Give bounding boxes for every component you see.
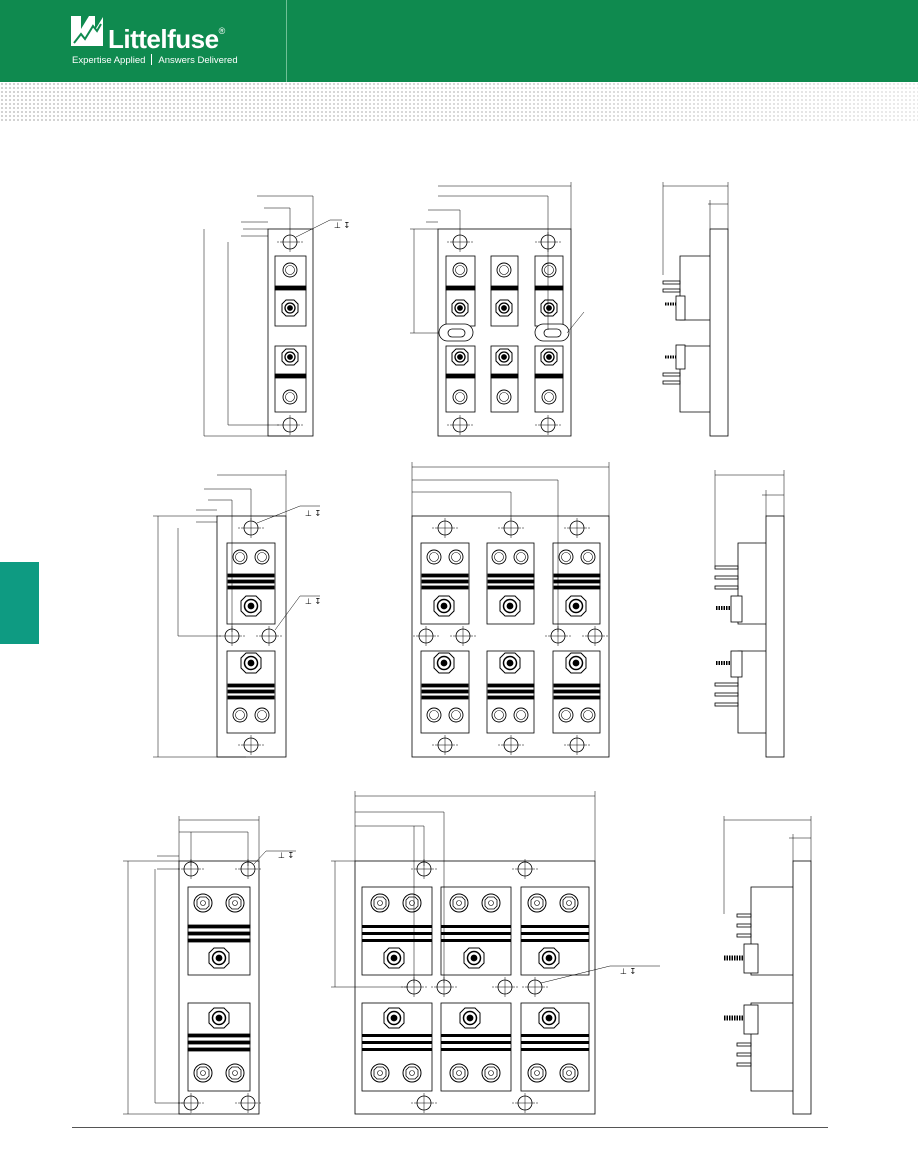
svg-text:⊥ ↧: ⊥ ↧ [305,597,321,606]
view-r2-three [411,462,610,758]
tagline-right: Answers Delivered [158,55,238,66]
halftone-fade [0,82,918,122]
side-tab [0,562,39,644]
view-r2-single: ⊥ ↧ ⊥ ↧ [153,470,321,758]
view-r1-single: ⊥ ↧ [203,195,350,437]
header-divider [286,0,287,82]
view-r3-single: ⊥ ↧ [123,816,296,1115]
page-header: Littelfuse® Expertise Applied Answers Del… [0,0,918,82]
brand-name: Littelfuse® [108,24,225,54]
svg-text:⊥ ↧: ⊥ ↧ [305,509,321,518]
svg-text:⊥ ↧: ⊥ ↧ [278,851,294,860]
tagline: Expertise Applied Answers Delivered [72,54,238,67]
footer-rule [72,1127,828,1128]
littelfuse-logo-icon [71,16,103,46]
view-r3-three: ⊥ ↧ [331,791,660,1115]
view-r1-side [662,182,729,437]
view-r1-three [410,182,585,437]
view-r2-side [714,470,785,758]
view-r3-side [723,816,812,1115]
svg-text:⊥ ↧: ⊥ ↧ [334,221,350,230]
svg-text:⊥ ↧: ⊥ ↧ [620,967,636,976]
tagline-left: Expertise Applied [72,55,146,66]
